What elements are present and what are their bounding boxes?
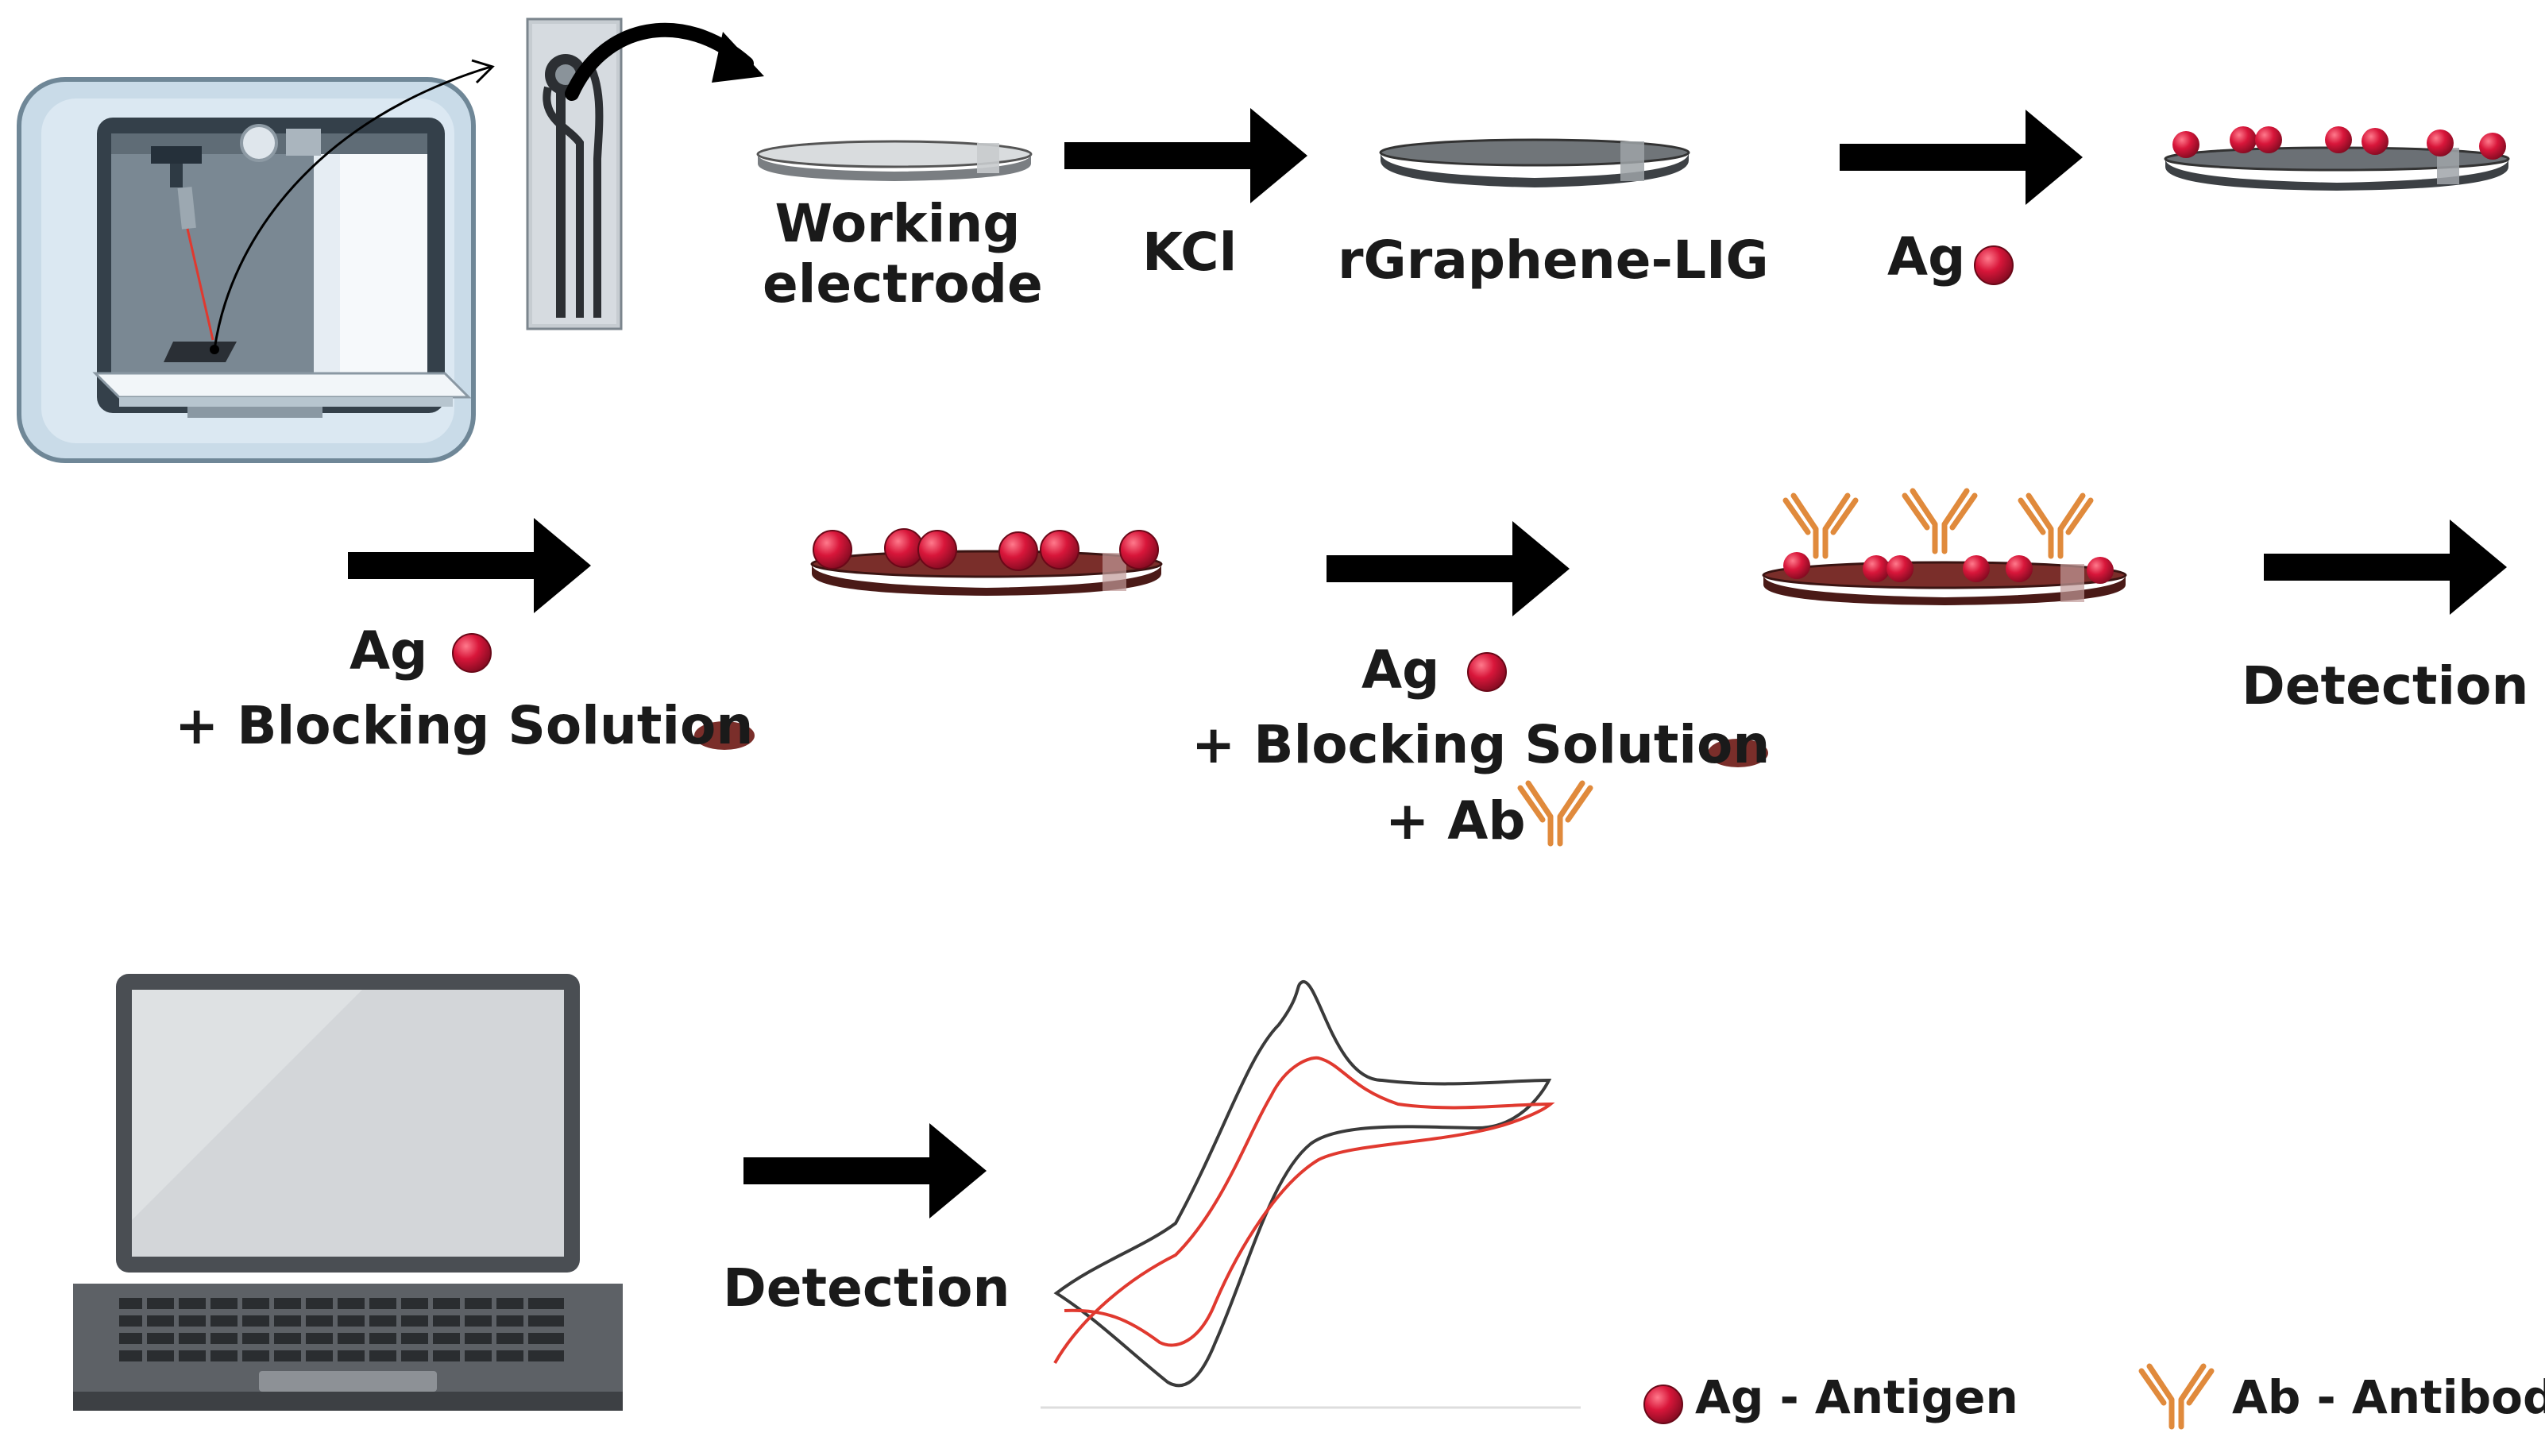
antibody-bound-disc [1762, 491, 2127, 605]
blocking-solution-icon [694, 721, 755, 750]
legend-antibody-icon [2141, 1366, 2211, 1427]
arrow-ag [1840, 110, 2083, 205]
antibody-icon [1520, 783, 1590, 844]
working-electrode-disc [756, 140, 1033, 181]
ag-step5-label: Ag [1361, 639, 1440, 701]
blocking-step4-label: + Blocking Solution [175, 695, 754, 756]
ag-coated-disc [2164, 126, 2510, 191]
curve-red [1053, 1056, 1555, 1364]
rgraphene-lig-disc [1379, 138, 1690, 187]
arrow-kcl [1064, 108, 1307, 203]
working-electrode-label: Working electrode [763, 193, 1043, 315]
detection-row2-label: Detection [2242, 655, 2529, 716]
ab-step5-label: + Ab [1385, 790, 1526, 852]
legend-antigen-icon [1643, 1385, 1683, 1424]
blocking-solution-icon [1708, 739, 1768, 767]
antigen-icon [1974, 245, 2014, 285]
arrow-laptop-detection [743, 1123, 987, 1218]
electrode-strip-icon [526, 17, 764, 330]
legend-antigen-label: Ag - Antigen [1695, 1370, 2018, 1424]
rgraphene-lig-label: rGraphene-LIG [1338, 230, 1769, 291]
laser-printer-icon [17, 59, 495, 463]
arrow-detection [2264, 519, 2507, 615]
ag-step4-label: Ag [350, 620, 428, 682]
antigen-icon [1467, 652, 1507, 692]
curve-black [1053, 980, 1552, 1388]
blocking-step5-label: + Blocking Solution [1191, 714, 1771, 775]
arrow-ag-blocking [348, 518, 591, 613]
working-electrode-line2: electrode [763, 253, 1043, 315]
voltammogram-plot [1041, 980, 1581, 1409]
arrow-ab [1327, 521, 1570, 616]
laptop-icon [73, 974, 623, 1411]
ag-step3-label: Ag [1887, 226, 1966, 288]
legend-antibody-label: Ab - Antibody [2232, 1370, 2545, 1424]
working-electrode-line1: Working [774, 193, 1021, 254]
kcl-label: KCl [1142, 222, 1238, 283]
blocked-disc [810, 528, 1163, 596]
detection-row3-label: Detection [723, 1257, 1010, 1319]
antigen-icon [452, 633, 492, 673]
